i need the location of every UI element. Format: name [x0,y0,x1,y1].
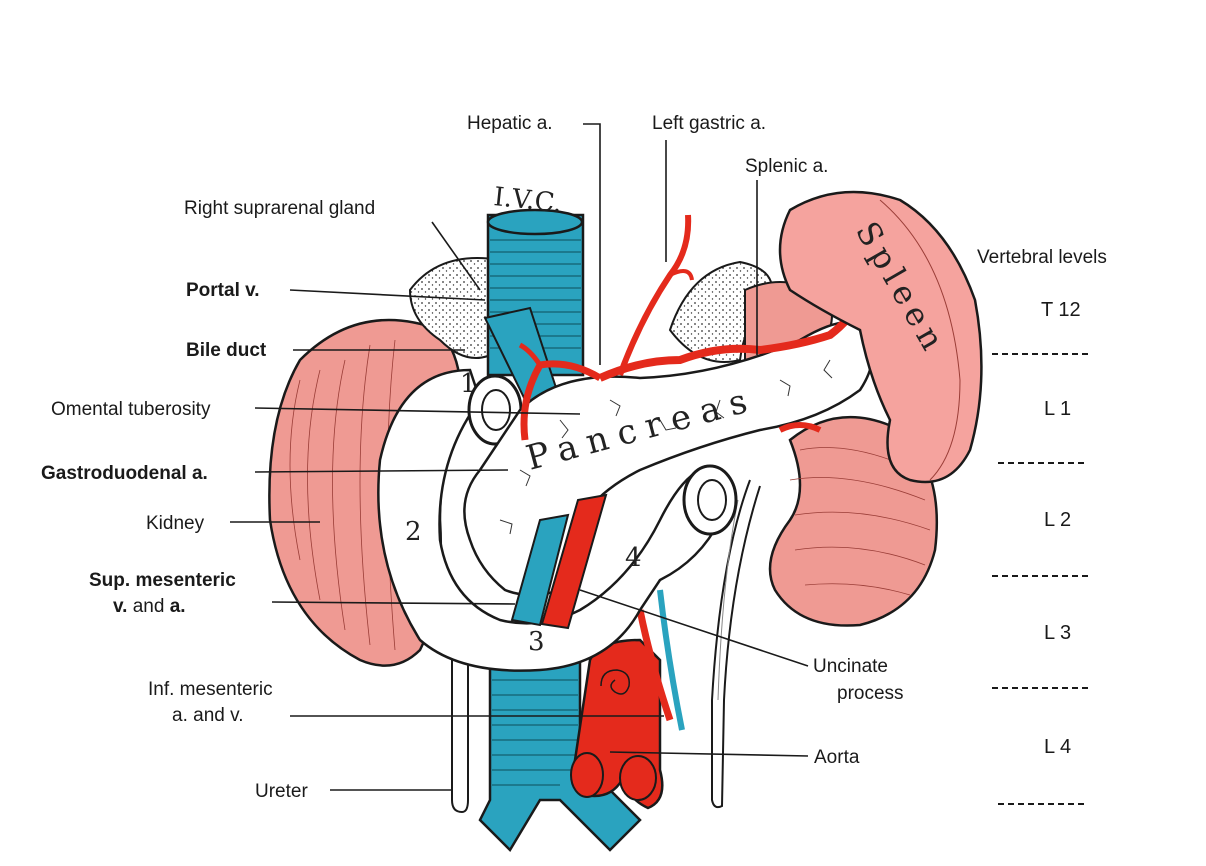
vertebral-level-l3: L 3 [1044,622,1072,644]
aorta [570,638,664,810]
duodenum-part-4: 4 [625,543,642,573]
vertebral-level-l2: L 2 [1044,509,1072,531]
sup-mesenteric-v: v. [113,596,128,617]
sup-mesenteric-label-line2: v. and a. [113,597,186,616]
vertebral-level-t12: T 12 [1041,299,1081,321]
portal-vein-label: Portal v. [186,280,260,301]
uncinate-process-label-line2: process [837,683,904,704]
gastroduodenal-artery-label: Gastroduodenal a. [41,463,208,484]
inf-mesenteric-label-line1: Inf. mesenteric [148,679,273,700]
sup-mesenteric-and: and [132,596,165,617]
duodenum-part-3: 3 [528,627,545,657]
ureter-label: Ureter [255,781,308,802]
right-suprarenal-gland-label: Right suprarenal gland [184,198,376,219]
kidney-label: Kidney [146,513,205,534]
sup-mesenteric-vein [510,513,570,627]
hepatic-artery-label: Hepatic a. [467,113,553,134]
duodenum: 1 2 3 4 [377,368,738,672]
vertebral-level-dividers [992,353,1088,805]
left-gastric-artery-label: Left gastric a. [652,113,767,134]
inf-mesenteric-vein [657,589,685,731]
inf-mesenteric-artery [636,609,674,722]
vertebral-level-l4: L 4 [1044,736,1072,758]
spleen: Spleen [778,190,983,484]
uncinate-process-label-line1: Uncinate [813,656,888,677]
duodenum-part-2: 2 [405,517,422,547]
leader-lines [230,123,809,791]
sup-mesenteric-artery [540,493,608,630]
sup-mesenteric-a: a. [169,596,186,617]
vertebral-level-l1: L 1 [1044,398,1072,420]
bile-duct-label: Bile duct [186,340,267,361]
ivc-label: I.V.C. [492,182,563,219]
sup-mesenteric-label-line1: Sup. mesenteric [89,570,236,591]
splenic-artery-label: Splenic a. [745,156,829,177]
ureter [451,479,761,814]
inf-mesenteric-label-line2: a. and v. [172,705,244,726]
omental-tuberosity-label: Omental tuberosity [51,399,211,420]
vertebral-levels-label: Vertebral levels [977,247,1107,268]
duodenum-part-1: 1 [460,369,477,399]
aorta-label: Aorta [814,747,860,768]
